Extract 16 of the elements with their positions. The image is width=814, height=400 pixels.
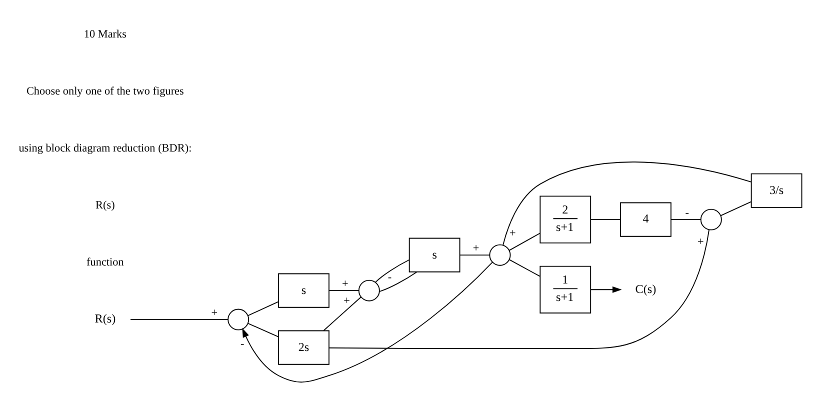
edge-label: +	[472, 242, 480, 255]
edge-label: -	[240, 338, 244, 350]
edge-label: +	[698, 236, 704, 248]
edge-label: -	[685, 207, 690, 220]
label: R(s)	[96, 199, 115, 212]
edge-label: -	[388, 272, 392, 284]
label: Choose only one of the two figures	[26, 85, 184, 98]
edge-label: +	[509, 227, 516, 240]
label: function	[86, 256, 124, 268]
label: 10 Marks	[84, 28, 127, 40]
label: using block diagram reduction (BDR):	[18, 142, 192, 154]
node-text: C(s)	[635, 282, 656, 296]
edge-label: +	[211, 307, 218, 320]
node-text: R(s)	[94, 312, 116, 326]
edge-label: +	[344, 295, 350, 308]
edge-label: +	[342, 278, 348, 290]
